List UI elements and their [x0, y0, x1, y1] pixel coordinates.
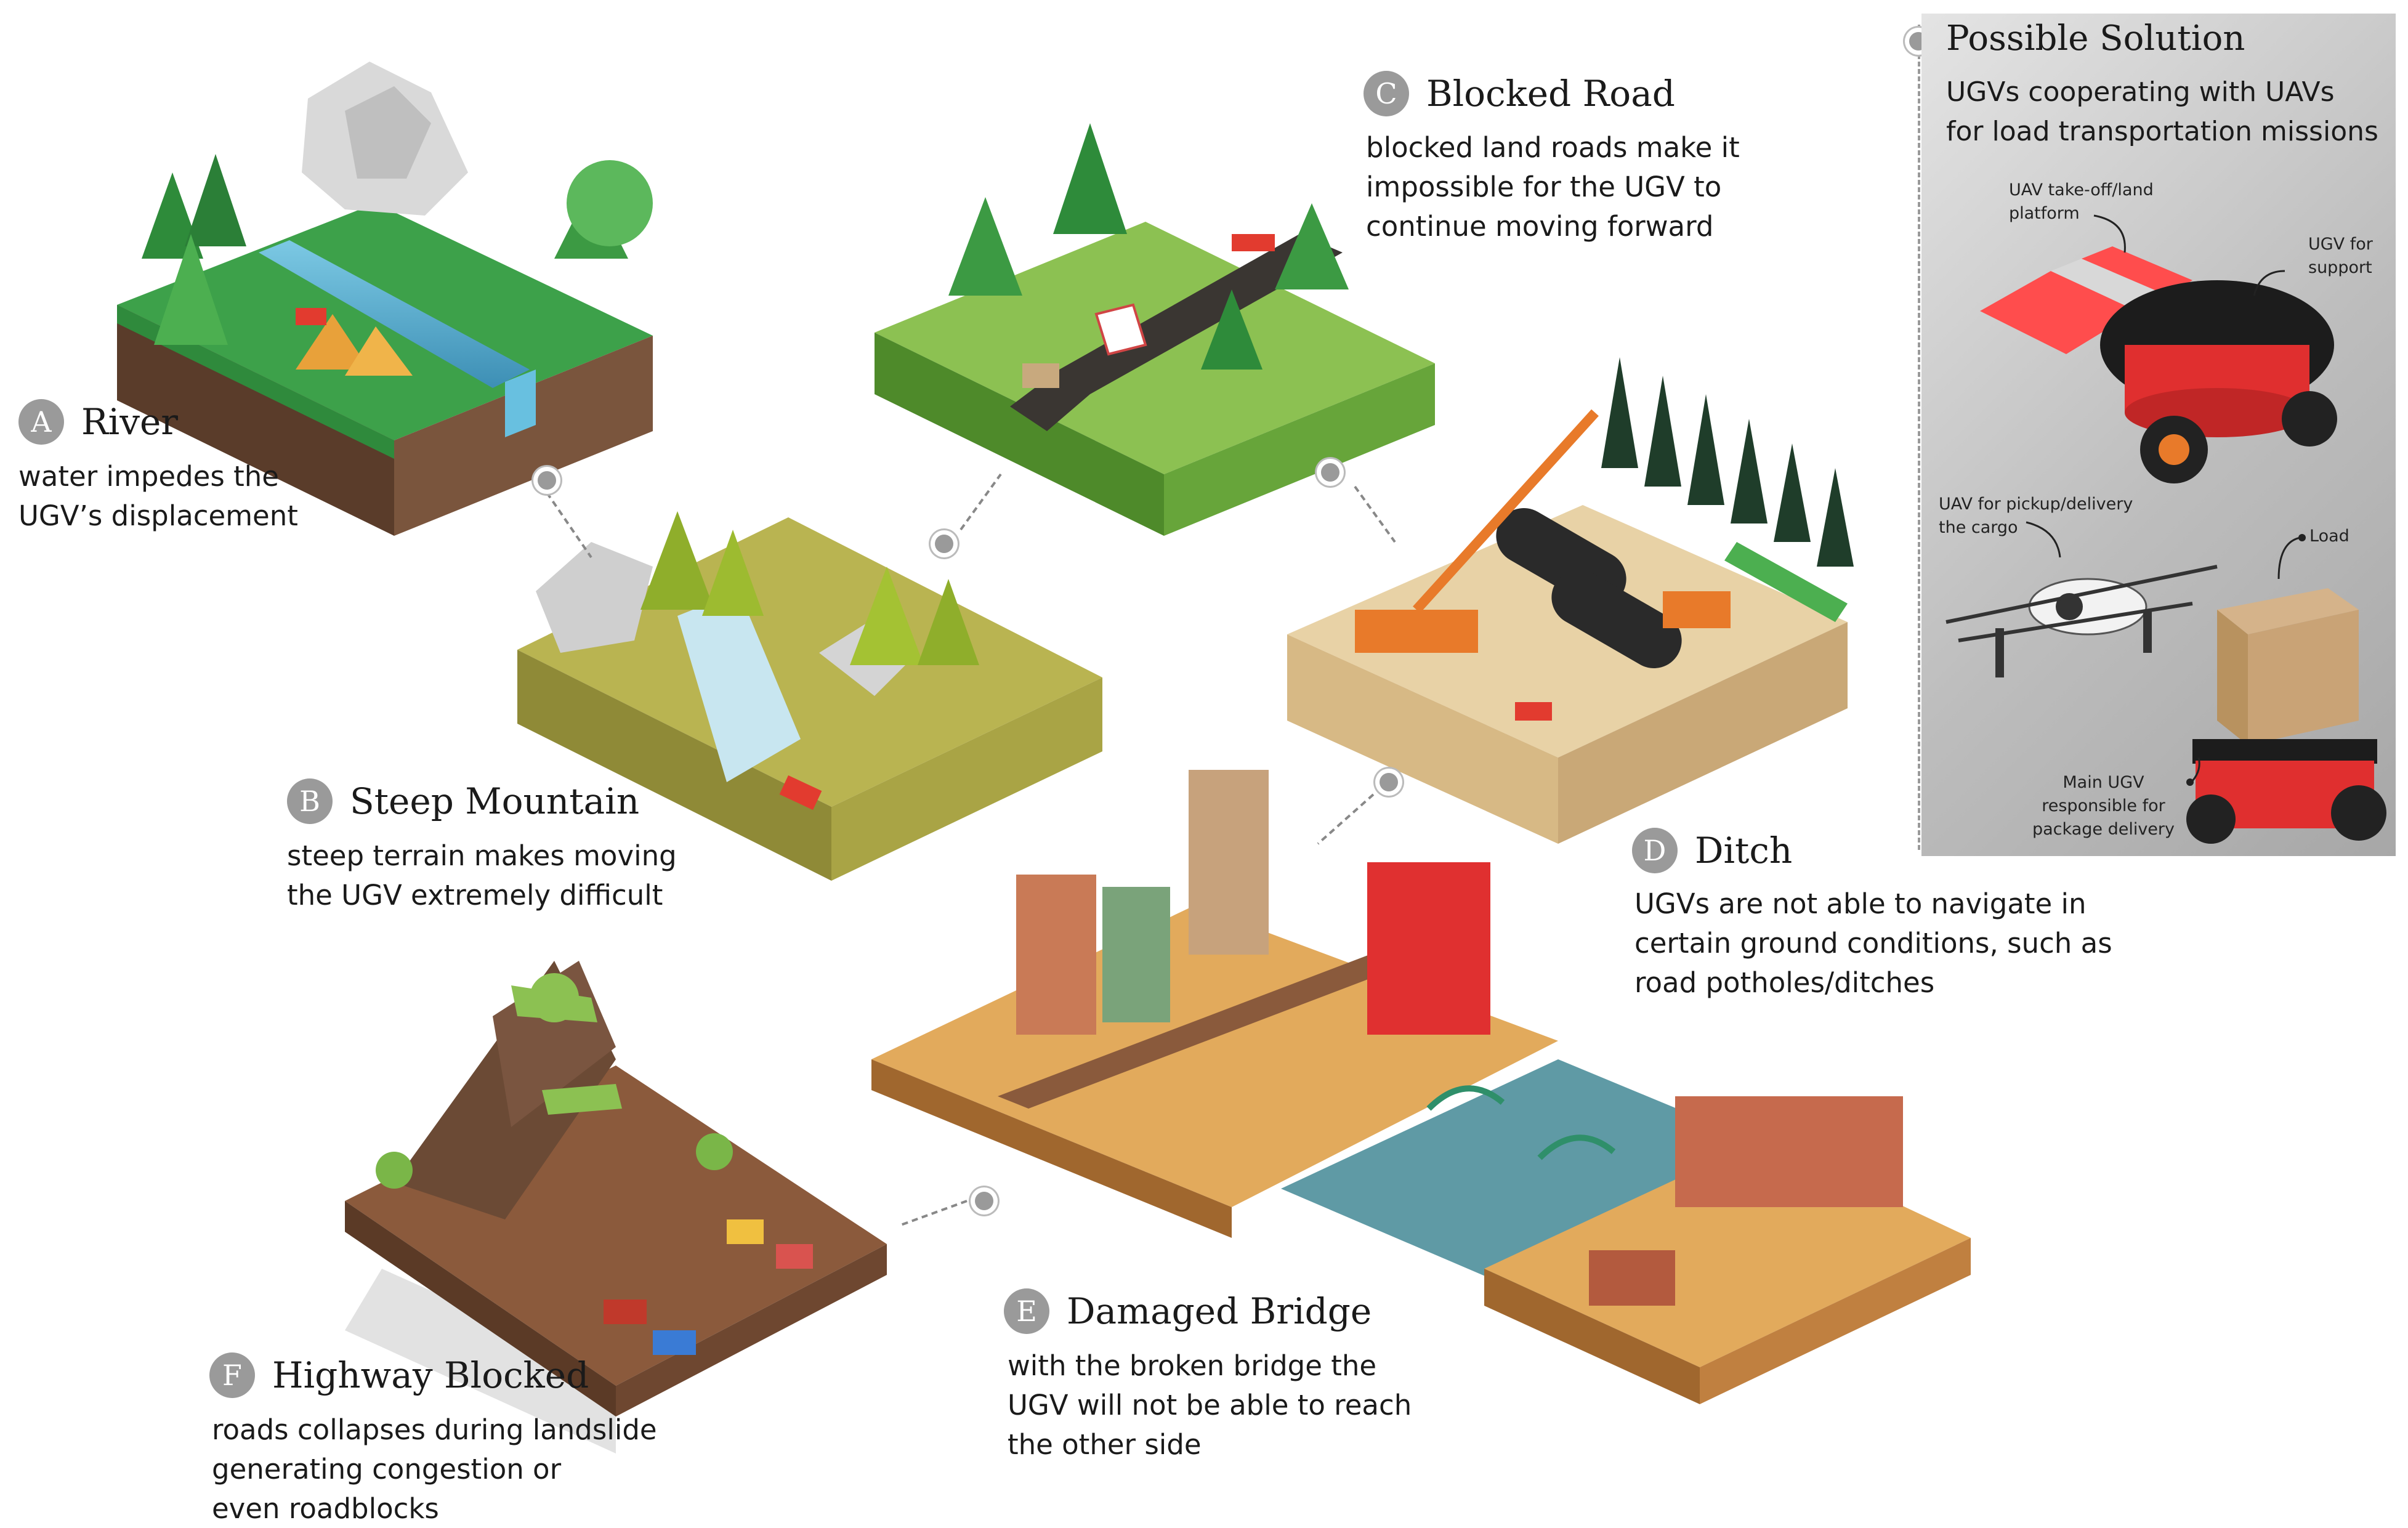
scene-b-badge: B: [287, 778, 333, 824]
scene-d-description: UGVs are not able to navigate in certain…: [1634, 884, 2112, 1003]
uav-drone: [1945, 565, 2218, 677]
scene-d-ditch: [1287, 357, 1854, 844]
scene-a-river: [117, 62, 653, 536]
solution-title: Possible Solution: [1946, 18, 2245, 59]
scene-f-label: F Highway Blocked: [209, 1352, 589, 1398]
scene-a-badge: A: [18, 399, 64, 445]
scene-d-line-1: UGVs are not able to navigate in: [1634, 887, 2087, 920]
scene-a-label: A River: [18, 399, 178, 445]
connector-dot-b-c: [935, 535, 953, 553]
scene-c-title: Blocked Road: [1426, 73, 1675, 115]
annotation-dots: [2186, 534, 2306, 786]
annotation-uav-line-1: UAV for pickup/delivery: [1939, 495, 2133, 514]
scene-c-line-1: blocked land roads make it: [1366, 131, 1740, 164]
scene-f-line-3: even roadblocks: [212, 1492, 439, 1525]
annotation-platform-line-1: UAV take-off/land: [2009, 180, 2154, 200]
annotation-main-ugv-line-2: responsible for: [2042, 796, 2165, 815]
scene-e-label: E Damaged Bridge: [1004, 1288, 1372, 1334]
support-ugv: [2100, 280, 2337, 483]
scene-d-title: Ditch: [1695, 830, 1793, 871]
scene-b-line-2: the UGV extremely difficult: [287, 879, 663, 912]
annotation-load: Load: [2309, 525, 2349, 548]
scene-f-title: Highway Blocked: [272, 1354, 589, 1396]
scene-d-badge: D: [1632, 828, 1678, 873]
solution-subtitle-line-1: UGVs cooperating with UAVs: [1946, 76, 2335, 108]
scene-c-line-2: impossible for the UGV to: [1366, 171, 1722, 203]
annotation-support-ugv-line-2: support: [2308, 258, 2372, 277]
scene-a-line-2: UGV’s displacement: [18, 499, 298, 532]
scene-b-label: B Steep Mountain: [287, 778, 639, 824]
scene-e-description: with the broken bridge the UGV will not …: [1008, 1346, 1412, 1465]
scene-e-line-1: with the broken bridge the: [1008, 1349, 1377, 1382]
scene-a-description: water impedes the UGV’s displacement: [18, 457, 298, 536]
scene-b-mountain: [517, 511, 1102, 881]
scene-c-line-3: continue moving forward: [1366, 210, 1714, 243]
annotation-platform-line-2: platform: [2009, 204, 2080, 223]
annotation-uav: UAV for pickup/delivery the cargo: [1939, 493, 2133, 540]
scene-f-description: roads collapses during landslide generat…: [212, 1410, 657, 1528]
annotation-platform: UAV take-off/land platform: [2009, 179, 2154, 225]
annotation-support-ugv: UGV for support: [2308, 233, 2373, 280]
solution-subtitle-line-2: for load transportation missions: [1946, 116, 2378, 147]
scene-f-badge: F: [209, 1352, 255, 1398]
main-ugv-with-load: [2186, 588, 2386, 844]
connector-dot-e-f: [975, 1192, 993, 1210]
annotation-support-ugv-line-1: UGV for: [2308, 235, 2373, 254]
scene-c-label: C Blocked Road: [1364, 71, 1675, 116]
annotation-load-line-1: Load: [2309, 527, 2349, 546]
scene-b-title: Steep Mountain: [350, 780, 640, 822]
scene-a-line-1: water impedes the: [18, 460, 279, 493]
solution-divider: [1918, 25, 1920, 850]
scene-b-description: steep terrain makes moving the UGV extre…: [287, 836, 677, 915]
annotation-main-ugv-line-1: Main UGV: [2063, 773, 2144, 792]
solution-subtitle: UGVs cooperating with UAVs for load tran…: [1946, 73, 2378, 152]
connector-dot-c-d: [1321, 463, 1339, 482]
connector-dot-a-b: [538, 471, 556, 490]
annotation-main-ugv-line-3: package delivery: [2032, 820, 2175, 839]
scene-b-line-1: steep terrain makes moving: [287, 839, 677, 872]
scene-f-line-1: roads collapses during landslide: [212, 1413, 657, 1446]
scene-e-badge: E: [1004, 1288, 1049, 1334]
annotation-main-ugv: Main UGV responsible for package deliver…: [2032, 771, 2175, 841]
scene-e-line-3: the other side: [1008, 1428, 1202, 1461]
scene-c-description: blocked land roads make it impossible fo…: [1366, 128, 1740, 246]
scene-d-line-2: certain ground conditions, such as: [1634, 927, 2112, 960]
scene-c-blocked-road: [875, 123, 1435, 536]
scene-d-label: D Ditch: [1632, 828, 1792, 873]
scene-d-line-3: road potholes/ditches: [1634, 966, 1935, 999]
annotation-arrows: [2026, 214, 2301, 782]
scene-e-title: Damaged Bridge: [1067, 1290, 1372, 1332]
scene-connectors: [546, 473, 1396, 1227]
scene-e-line-2: UGV will not be able to reach: [1008, 1389, 1412, 1421]
scene-c-badge: C: [1364, 71, 1409, 116]
connector-dot-d-e: [1380, 773, 1398, 791]
scene-a-title: River: [81, 401, 179, 443]
scene-f-highway-blocked: [345, 961, 887, 1453]
scene-f-line-2: generating congestion or: [212, 1453, 562, 1486]
scene-e-damaged-bridge: [871, 770, 1971, 1404]
annotation-uav-line-2: the cargo: [1939, 518, 2018, 537]
